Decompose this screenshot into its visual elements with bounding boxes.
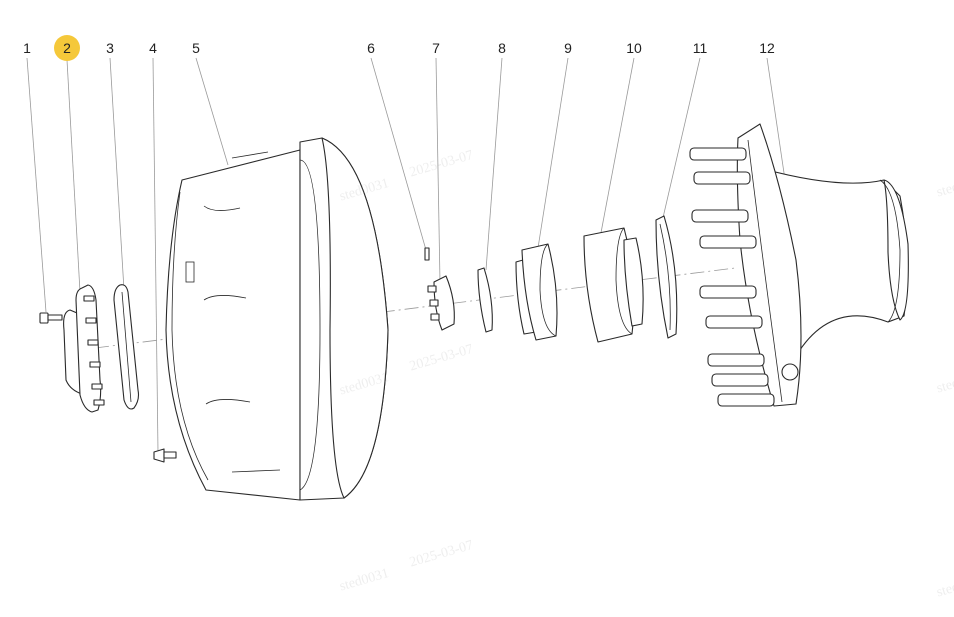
part-2-hub-cap[interactable] [63, 284, 105, 413]
callout-2[interactable]: 2 [54, 35, 80, 61]
part-7-lock-nut[interactable] [427, 275, 455, 331]
callout-12[interactable]: 12 [759, 40, 775, 56]
leader-3 [109, 57, 125, 291]
callout-6[interactable]: 6 [367, 40, 375, 56]
leader-8 [485, 57, 503, 271]
part-1-bolt[interactable] [39, 312, 63, 324]
callout-11[interactable]: 11 [692, 40, 708, 56]
callout-10[interactable]: 10 [626, 40, 642, 56]
callout-8[interactable]: 8 [498, 40, 506, 56]
callout-9[interactable]: 9 [564, 40, 572, 56]
callout-1[interactable]: 1 [23, 40, 31, 56]
leader-1 [26, 57, 47, 313]
callout-5[interactable]: 5 [192, 40, 200, 56]
leader-2 [66, 59, 81, 293]
part-3-gasket[interactable] [113, 284, 140, 410]
leader-11 [661, 57, 701, 223]
callout-3[interactable]: 3 [106, 40, 114, 56]
part-5-drum[interactable] [165, 137, 389, 501]
leader-7 [435, 57, 441, 283]
part-4-screw[interactable] [153, 448, 177, 463]
part-8-washer[interactable] [477, 267, 493, 333]
leader-6 [370, 57, 427, 251]
part-11-seal[interactable] [655, 215, 678, 339]
part-6-pin[interactable] [424, 247, 430, 261]
part-10-inner-bearing[interactable] [583, 227, 644, 343]
leader-lines [26, 57, 789, 453]
callout-4[interactable]: 4 [149, 40, 157, 56]
leader-10 [599, 57, 635, 239]
part-12-axle-flange[interactable] [689, 123, 909, 407]
part-9-outer-bearing[interactable] [515, 243, 558, 341]
leader-9 [537, 57, 569, 249]
leader-4 [152, 57, 159, 453]
callout-7[interactable]: 7 [432, 40, 440, 56]
leader-5 [195, 57, 229, 166]
